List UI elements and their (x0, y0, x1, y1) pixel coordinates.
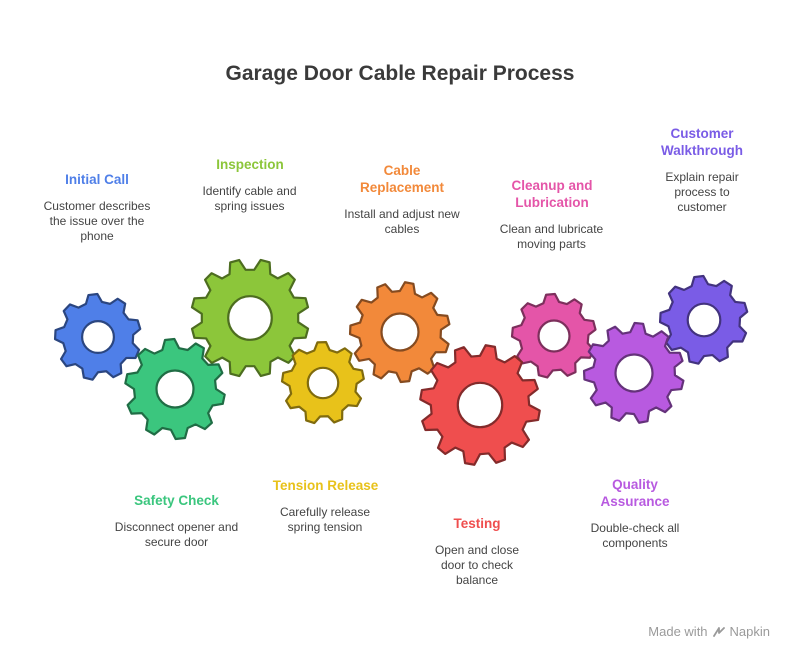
step-cable-replacement: Cable Replacement Install and adjust new… (327, 162, 477, 237)
step-description: Clean and lubricate moving parts (499, 222, 604, 251)
step-customer-walkthrough: Customer Walkthrough Explain repair proc… (627, 125, 777, 215)
step-label: Quality Assurance (600, 477, 670, 509)
gear-cable-replacement (348, 281, 451, 384)
made-with-text: Made with (648, 624, 708, 639)
gear-testing (419, 344, 541, 466)
step-cleanup-lubrication: Cleanup and Lubrication Clean and lubric… (477, 177, 627, 252)
step-description: Double-check all components (590, 521, 680, 550)
step-description: Identify cable and spring issues (202, 184, 297, 213)
step-description: Explain repair process to customer (665, 170, 739, 214)
gear-cleanup-lubrication (510, 292, 597, 379)
step-description: Disconnect opener and secure door (114, 520, 239, 549)
step-description: Carefully release spring tension (279, 505, 371, 534)
step-label: Customer Walkthrough (661, 126, 743, 158)
gear-inspection (190, 258, 310, 378)
gear-customer-walkthrough (658, 274, 749, 365)
step-description: Open and close door to check balance (434, 543, 520, 587)
step-label: Testing (453, 516, 501, 531)
step-label: Initial Call (65, 172, 129, 187)
diagram-title: Garage Door Cable Repair Process (225, 62, 575, 85)
napkin-logo-icon (712, 626, 725, 637)
gear-tension-release (280, 341, 365, 425)
step-description: Customer describes the issue over the ph… (43, 199, 151, 243)
step-tension-release: Tension Release Carefully release spring… (248, 477, 403, 535)
gear-safety-check (124, 337, 226, 441)
step-safety-check: Safety Check Disconnect opener and secur… (99, 492, 254, 550)
napkin-brand-text: Napkin (729, 624, 770, 639)
made-with-napkin: Made with Napkin (648, 624, 770, 639)
step-label: Safety Check (134, 493, 219, 508)
step-testing: Testing Open and close door to check bal… (402, 515, 552, 588)
step-inspection: Inspection Identify cable and spring iss… (175, 156, 325, 214)
gear-initial-call (53, 292, 142, 381)
step-label: Cable Replacement (359, 163, 445, 195)
step-label: Cleanup and Lubrication (511, 178, 593, 210)
gear-quality-assurance (582, 321, 685, 424)
step-description: Install and adjust new cables (344, 207, 460, 236)
step-label: Tension Release (272, 478, 379, 493)
step-initial-call: Initial Call Customer describes the issu… (22, 171, 172, 244)
step-label: Inspection (216, 157, 284, 172)
step-quality-assurance: Quality Assurance Double-check all compo… (560, 476, 710, 551)
